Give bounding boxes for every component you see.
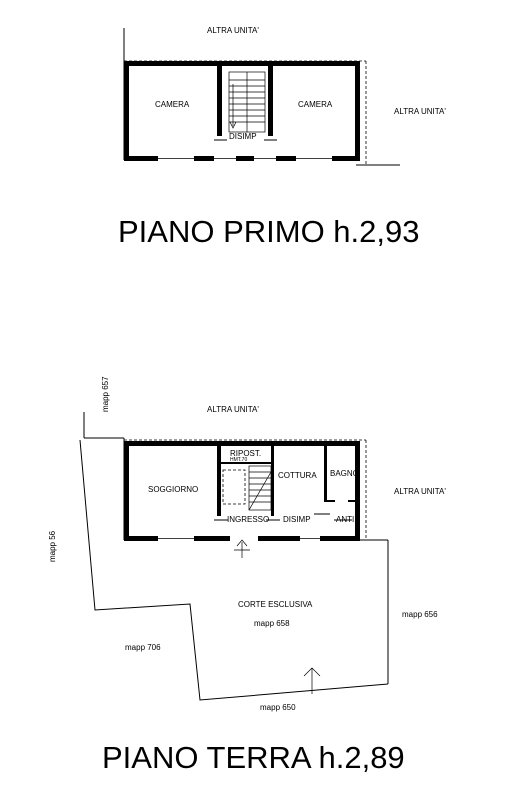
wall-top xyxy=(124,441,360,446)
wall-left xyxy=(124,441,129,541)
first-floor-neighbor-right: ALTRA UNITA' xyxy=(394,107,446,116)
room-soggiorno: SOGGIORNO xyxy=(148,485,198,494)
parcel-label-left: mapp 56 xyxy=(48,530,57,562)
interior-wall xyxy=(217,66,222,136)
courtyard-access-icon xyxy=(303,667,321,694)
room-ripostiglio-height: HMT.70 xyxy=(230,457,247,463)
stair-treads xyxy=(229,72,265,132)
room-disimpegno-first: DISIMP xyxy=(229,132,257,141)
wall-right xyxy=(355,441,360,541)
ground-floor-title: PIANO TERRA h.2,89 xyxy=(102,740,405,775)
entrance-arrow-icon xyxy=(234,539,250,558)
courtyard-label: CORTE ESCLUSIVA xyxy=(238,600,313,609)
wall-top xyxy=(124,61,360,66)
first-floor-neighbor-top: ALTRA UNITA' xyxy=(207,26,259,35)
stair-arrow-icon xyxy=(229,121,237,129)
interior-wall xyxy=(217,446,221,516)
interior-wall xyxy=(324,446,327,502)
parcel-label-top: mapp 657 xyxy=(101,376,110,412)
room-cottura: COTTURA xyxy=(278,471,317,480)
parcel-label-bottom: mapp 650 xyxy=(260,703,296,712)
courtyard-parcel-label: mapp 658 xyxy=(254,619,290,628)
first-floor-title: PIANO PRIMO h.2,93 xyxy=(118,214,420,249)
wall-bottom xyxy=(124,156,360,161)
room-camera-left: CAMERA xyxy=(155,100,190,109)
ground-floor-neighbor-right: ALTRA UNITA' xyxy=(394,487,446,496)
parcel-label-right: mapp 656 xyxy=(402,610,438,619)
room-ingresso: INGRESSO xyxy=(227,515,269,524)
wall-left xyxy=(124,61,129,161)
interior-wall xyxy=(271,446,274,516)
interior-wall xyxy=(327,500,335,502)
room-anti: ANTI xyxy=(336,515,354,524)
interior-wall xyxy=(268,66,273,136)
under-stair-dashed xyxy=(222,469,246,505)
stair-treads xyxy=(248,471,272,511)
staircase xyxy=(248,465,272,511)
interior-wall xyxy=(221,462,271,464)
room-camera-right: CAMERA xyxy=(298,100,333,109)
ground-floor-neighbor-top: ALTRA UNITA' xyxy=(207,405,259,414)
wall-right xyxy=(355,61,360,161)
entrance-door-opening xyxy=(230,536,258,541)
parcel-label-lower-left: mapp 706 xyxy=(125,643,161,652)
interior-wall xyxy=(348,500,355,502)
first-floor-plan: ALTRA UNITA' ALTRA UNITA' CAMERA CAMERA … xyxy=(118,26,446,249)
room-bagno: BAGNO xyxy=(330,469,359,478)
room-disimpegno-ground: DISIMP xyxy=(283,515,311,524)
room-ripostiglio: RIPOST. xyxy=(230,449,261,458)
ground-floor-plan: ALTRA UNITA' ALTRA UNITA' SOGGIORNO RIPO… xyxy=(48,376,446,775)
parcel-boundary xyxy=(79,439,389,701)
